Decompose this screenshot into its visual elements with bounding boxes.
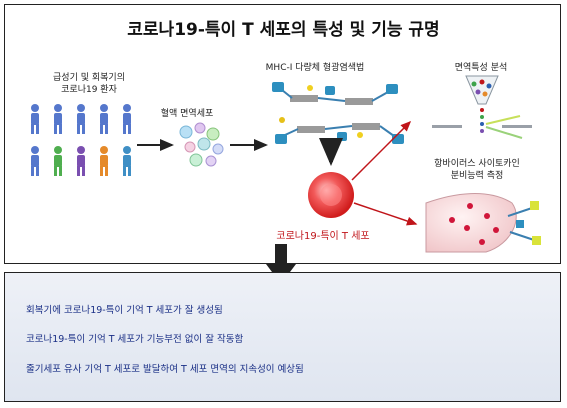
person-icon bbox=[31, 104, 39, 134]
arrow-to-immune-analysis bbox=[351, 120, 412, 181]
person-icon bbox=[123, 146, 131, 176]
arrow-to-cytokine bbox=[353, 202, 418, 226]
patient-group-row2 bbox=[31, 146, 131, 176]
tcell-label: 코로나19-특이 T 세포 bbox=[276, 231, 370, 242]
top-panel: 코로나19-특이 T 세포의 특성 및 기능 규명 bbox=[4, 4, 561, 264]
person-icon bbox=[54, 146, 62, 176]
person-icon bbox=[100, 146, 108, 176]
infected-cell-icon bbox=[425, 193, 541, 253]
findings-panel bbox=[4, 272, 561, 402]
blood-cells-icon bbox=[179, 122, 224, 167]
person-icon bbox=[54, 104, 62, 134]
patients-label-line1: 급성기 및 회복기의 bbox=[53, 73, 125, 83]
patient-group-row1 bbox=[31, 104, 131, 134]
finding-2: 코로나19-특이 기억 T 세포가 기능부전 없이 잘 작동함 bbox=[26, 334, 244, 345]
finding-3: 줄기세포 유사 기억 T 세포로 발달하여 T 세포 면역의 지속성이 예상됨 bbox=[26, 364, 304, 375]
person-icon bbox=[77, 146, 85, 176]
mhc-multimer-icon bbox=[272, 82, 404, 144]
cytokine-label-line2: 분비능력 측정 bbox=[450, 171, 504, 181]
person-icon bbox=[77, 104, 85, 134]
person-icon bbox=[100, 104, 108, 134]
cytokine-label-line1: 항바이러스 사이토카인 bbox=[434, 159, 520, 169]
mhc-staining-label: MHC-I 다량체 형광염색법 bbox=[265, 63, 365, 73]
finding-1: 회복기에 코로나19-특이 기억 T 세포가 잘 생성됨 bbox=[26, 305, 223, 316]
blood-cells-label: 혈액 면역세포 bbox=[160, 109, 214, 119]
patients-label-line2: 코로나19 환자 bbox=[61, 85, 117, 95]
person-icon bbox=[31, 146, 39, 176]
diagram-title: 코로나19-특이 T 세포의 특성 및 기능 규명 bbox=[127, 20, 440, 40]
tcell-icon bbox=[308, 172, 354, 218]
immune-analysis-label: 면역특성 분석 bbox=[454, 63, 508, 73]
person-icon bbox=[123, 104, 131, 134]
flow-cytometry-icon bbox=[432, 75, 532, 139]
